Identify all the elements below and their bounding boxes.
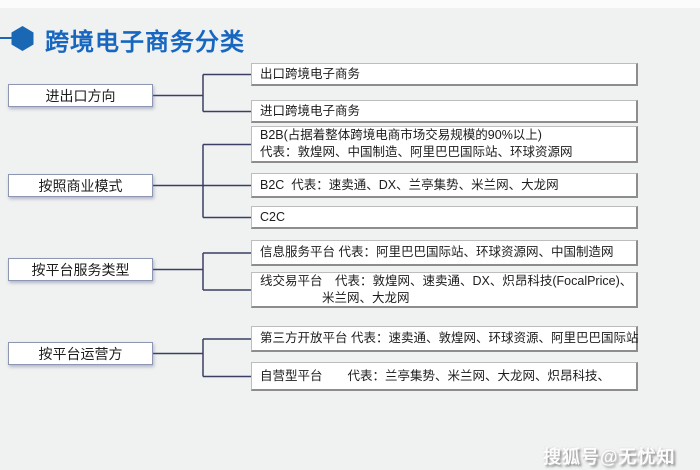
category-box-platform-operator: 按平台运营方	[8, 342, 153, 365]
detail-text: 出口跨境电子商务	[260, 66, 361, 81]
detail-text: 自营型平台 代表：兰亭集势、米兰网、大龙网、炽昂科技、	[260, 368, 611, 383]
sohu-watermark: 搜狐号@无忧知	[543, 447, 676, 467]
detail-text: C2C	[260, 209, 286, 224]
title-accent-line	[0, 37, 14, 39]
category-box-business-model: 按照商业模式	[8, 174, 153, 197]
detail-box-self-operated-platform: 自营型平台 代表：兰亭集势、米兰网、大龙网、炽昂科技、	[251, 362, 638, 391]
detail-box-c2c: C2C	[251, 206, 638, 229]
category-label: 按平台服务类型	[31, 261, 130, 278]
top-strip	[0, 0, 700, 8]
detail-text: B2C 代表：速卖通、DX、兰亭集势、米兰网、大龙网	[260, 177, 559, 192]
detail-box-b2b: B2B(占据着整体跨境电商市场交易规模的90%以上) 代表：敦煌网、中国制造、阿…	[251, 126, 638, 163]
detail-text: 线交易平台 代表：敦煌网、速卖通、DX、炽昂科技(FocalPrice)、	[260, 273, 633, 288]
detail-text: 进口跨境电子商务	[260, 103, 361, 118]
detail-text: 代表：敦煌网、中国制造、阿里巴巴国际站、环球资源网	[260, 145, 573, 159]
detail-box-third-party-open-platform: 第三方开放平台 代表：速卖通、敦煌网、环球资源、阿里巴巴国际站	[251, 326, 638, 352]
detail-box-export-cbec: 出口跨境电子商务	[251, 63, 638, 86]
hexagon-bullet-icon	[11, 26, 34, 51]
detail-box-import-cbec: 进口跨境电子商务	[251, 100, 638, 123]
category-label: 进出口方向	[45, 87, 116, 104]
detail-text: 米兰网、大龙网	[322, 290, 410, 305]
category-box-import-export-direction: 进出口方向	[8, 84, 153, 107]
category-label: 按平台运营方	[38, 345, 123, 362]
category-label: 按照商业模式	[38, 177, 123, 194]
detail-box-online-trading-platform: 线交易平台 代表：敦煌网、速卖通、DX、炽昂科技(FocalPrice)、 米兰…	[251, 272, 638, 308]
detail-text: B2B(占据着整体跨境电商市场交易规模的90%以上)	[260, 128, 542, 142]
detail-box-info-service-platform: 信息服务平台 代表：阿里巴巴国际站、环球资源网、中国制造网	[251, 240, 638, 266]
detail-box-b2c: B2C 代表：速卖通、DX、兰亭集势、米兰网、大龙网	[251, 173, 638, 198]
category-box-platform-service-type: 按平台服务类型	[8, 258, 153, 281]
detail-text: 信息服务平台 代表：阿里巴巴国际站、环球资源网、中国制造网	[260, 245, 614, 259]
page-title: 跨境电子商务分类	[45, 29, 245, 56]
detail-text: 第三方开放平台 代表：速卖通、敦煌网、环球资源、阿里巴巴国际站	[260, 331, 639, 345]
